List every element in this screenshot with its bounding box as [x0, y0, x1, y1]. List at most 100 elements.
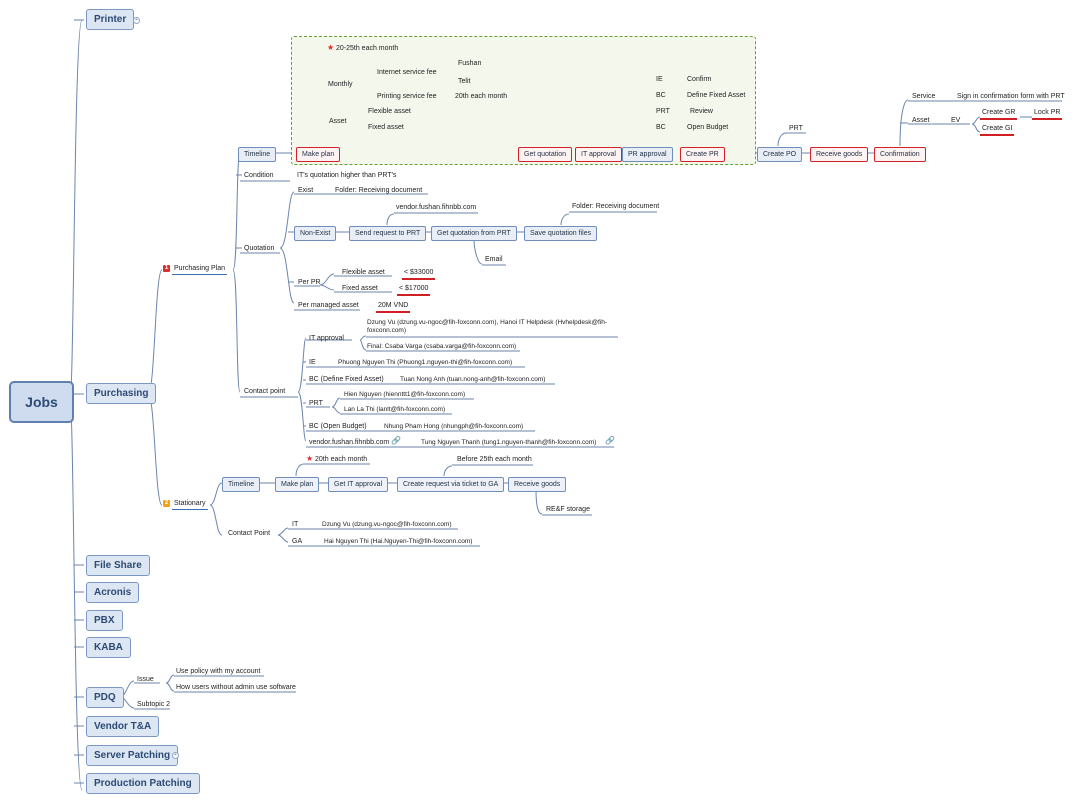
label-users[interactable]: How users without admin use software [176, 684, 296, 691]
label-before-25th[interactable]: Before 25th each month [457, 456, 532, 463]
node-timeline[interactable]: Timeline [238, 147, 277, 162]
link-icon[interactable]: 🔗 [605, 436, 615, 445]
label-it-contact[interactable]: Dzung Vu (dzung.vu-ngoc@fih-foxconn.com)… [367, 319, 608, 326]
label-it-contact-2[interactable]: foxconn.com) [367, 327, 407, 334]
label-prt-2[interactable]: PRT [789, 125, 803, 132]
label-bc-define-contact[interactable]: Tuan Nong Anh (tuan.nong-anh@fih-foxconn… [400, 376, 546, 383]
label-bc-open[interactable]: BC (Open Budget) [309, 423, 367, 430]
label-asset-2[interactable]: Asset [912, 117, 930, 124]
topic-acronis[interactable]: Acronis [86, 582, 140, 603]
topic-purchasing[interactable]: Purchasing [86, 383, 157, 404]
label-20th[interactable]: 20th each month [455, 93, 508, 100]
topic-kaba[interactable]: KABA [86, 637, 131, 658]
link-icon[interactable]: 🔗 [391, 436, 401, 445]
label-issue[interactable]: Issue [137, 676, 154, 683]
label-bc[interactable]: BC [656, 92, 666, 99]
label-ie[interactable]: IE [656, 76, 663, 83]
label-prt-3[interactable]: PRT [309, 400, 323, 407]
root-node-jobs[interactable]: Jobs [9, 381, 74, 423]
label-lt-17000[interactable]: < $17000 [397, 284, 431, 296]
label-monthly[interactable]: Monthly [328, 81, 353, 88]
label-bc-open-contact[interactable]: Nhung Pham Hong (nhungph@fih-foxconn.com… [384, 423, 524, 430]
label-printing-fee[interactable]: Printing service fee [377, 93, 437, 100]
label-open-budget[interactable]: Open Budget [687, 124, 729, 131]
node-save-files[interactable]: Save quotation files [524, 226, 598, 241]
label-vendor-url-2[interactable]: vendor.fushan.fihnbb.com [309, 439, 390, 446]
node-pr-approval[interactable]: PR approval [622, 147, 673, 162]
label-ie-2[interactable]: IE [309, 359, 316, 366]
label-stationary-contact[interactable]: Contact Point [228, 530, 271, 537]
label-internet-fee[interactable]: Internet service fee [377, 69, 437, 76]
node-confirmation[interactable]: Confirmation [874, 147, 926, 162]
subtopic-purchasing-plan[interactable]: Purchasing Plan [172, 264, 227, 275]
node-stationary-receive-goods[interactable]: Receive goods [508, 477, 567, 492]
label-vnd[interactable]: 20M VND [376, 301, 411, 313]
label-stationary-ga-contact[interactable]: Hai Nguyen Thi (Hai.Nguyen-Thi@fih-foxco… [324, 538, 473, 545]
label-prt-contact-1[interactable]: Hien Nguyen (hiennttt1@fih-foxconn.com) [344, 391, 466, 398]
topic-production-patching[interactable]: Production Patching [86, 773, 200, 794]
subtopic-stationary[interactable]: Stationary [172, 499, 208, 510]
label-ev[interactable]: EV [951, 117, 961, 124]
label-it-approval[interactable]: IT approval [309, 335, 344, 342]
label-lt-33000[interactable]: < $33000 [402, 268, 436, 280]
node-get-quotation[interactable]: Get quotation [518, 147, 573, 162]
label-fushan[interactable]: Fushan [458, 60, 482, 67]
label-review[interactable]: Review [690, 108, 713, 115]
label-define-fixed[interactable]: Define Fixed Asset [687, 92, 746, 99]
label-policy[interactable]: Use policy with my account [176, 668, 261, 675]
label-vendor-contact[interactable]: Tung Nguyen Thanh (tung1.nguyen-thanh@fi… [421, 439, 597, 446]
label-create-gi[interactable]: Create GI [980, 124, 1015, 136]
node-create-po[interactable]: Create PO [757, 147, 803, 162]
node-stationary-make-plan[interactable]: Make plan [275, 477, 320, 492]
label-prt-contact-2[interactable]: Lan La Thi (lanlt@fih-foxconn.com) [344, 406, 446, 413]
label-subtopic-2[interactable]: Subtopic 2 [137, 701, 171, 708]
label-date[interactable]: 20-25th each month [336, 45, 399, 52]
label-folder-2[interactable]: Folder: Receiving document [572, 203, 660, 210]
label-flexible-asset[interactable]: Flexible asset [368, 108, 411, 115]
label-exist[interactable]: Exist [298, 187, 314, 194]
label-contact-point[interactable]: Contact point [244, 388, 286, 395]
node-create-pr[interactable]: Create PR [680, 147, 725, 162]
label-it-final[interactable]: Final: Csaba Varga (csaba.varga@fih-foxc… [367, 343, 517, 350]
node-non-exist[interactable]: Non-Exist [294, 226, 337, 241]
topic-file-share[interactable]: File Share [86, 555, 150, 576]
label-bc-define[interactable]: BC (Define Fixed Asset) [309, 376, 384, 383]
label-create-gr[interactable]: Create GR [980, 108, 1018, 120]
label-ref-storage[interactable]: RE&F storage [546, 506, 590, 513]
label-folder-1[interactable]: Folder: Receiving document [335, 187, 423, 194]
topic-pdq[interactable]: PDQ [86, 687, 124, 708]
label-prt[interactable]: PRT [656, 108, 670, 115]
label-stationary-date[interactable]: 20th each month [315, 456, 368, 463]
node-get-quotation-prt[interactable]: Get quotation from PRT [431, 226, 517, 241]
expand-icon[interactable]: + [133, 17, 140, 24]
node-send-request[interactable]: Send request to PRT [349, 226, 427, 241]
node-it-approval[interactable]: IT approval [575, 147, 622, 162]
label-condition[interactable]: Condition [244, 172, 274, 179]
label-stationary-ga[interactable]: GA [292, 538, 303, 545]
topic-vendor-ta[interactable]: Vendor T&A [86, 716, 160, 737]
label-per-pr[interactable]: Per PR [298, 279, 321, 286]
label-stationary-it[interactable]: IT [292, 521, 299, 528]
label-service[interactable]: Service [912, 93, 936, 100]
label-bc-2[interactable]: BC [656, 124, 666, 131]
node-get-it-approval[interactable]: Get IT approval [328, 477, 389, 492]
label-confirm[interactable]: Confirm [687, 76, 712, 83]
node-stationary-timeline[interactable]: Timeline [222, 477, 261, 492]
label-fixed-asset-2[interactable]: Fixed asset [342, 285, 378, 292]
label-stationary-it-contact[interactable]: Dzung Vu (dzung.vu-ngoc@fih-foxconn.com) [322, 521, 452, 528]
label-vendor-url[interactable]: vendor.fushan.fihnbb.com [396, 204, 477, 211]
label-flexible-asset-2[interactable]: Flexible asset [342, 269, 385, 276]
node-receive-goods[interactable]: Receive goods [810, 147, 869, 162]
label-asset[interactable]: Asset [329, 118, 347, 125]
node-create-request[interactable]: Create request via ticket to GA [397, 477, 505, 492]
label-sign-form[interactable]: Sign in confirmation form with PRT [957, 93, 1065, 100]
label-ie-contact[interactable]: Phuong Nguyen Thi (Phuong1.nguyen-thi@fi… [338, 359, 513, 366]
label-email[interactable]: Email [485, 256, 503, 263]
topic-printer[interactable]: Printer [86, 9, 135, 30]
label-telit[interactable]: Telit [458, 78, 471, 85]
label-lock-pr[interactable]: Lock PR [1032, 108, 1063, 120]
node-make-plan[interactable]: Make plan [296, 147, 341, 162]
label-fixed-asset[interactable]: Fixed asset [368, 124, 404, 131]
expand-icon[interactable]: + [172, 752, 179, 759]
topic-pbx[interactable]: PBX [86, 610, 123, 631]
